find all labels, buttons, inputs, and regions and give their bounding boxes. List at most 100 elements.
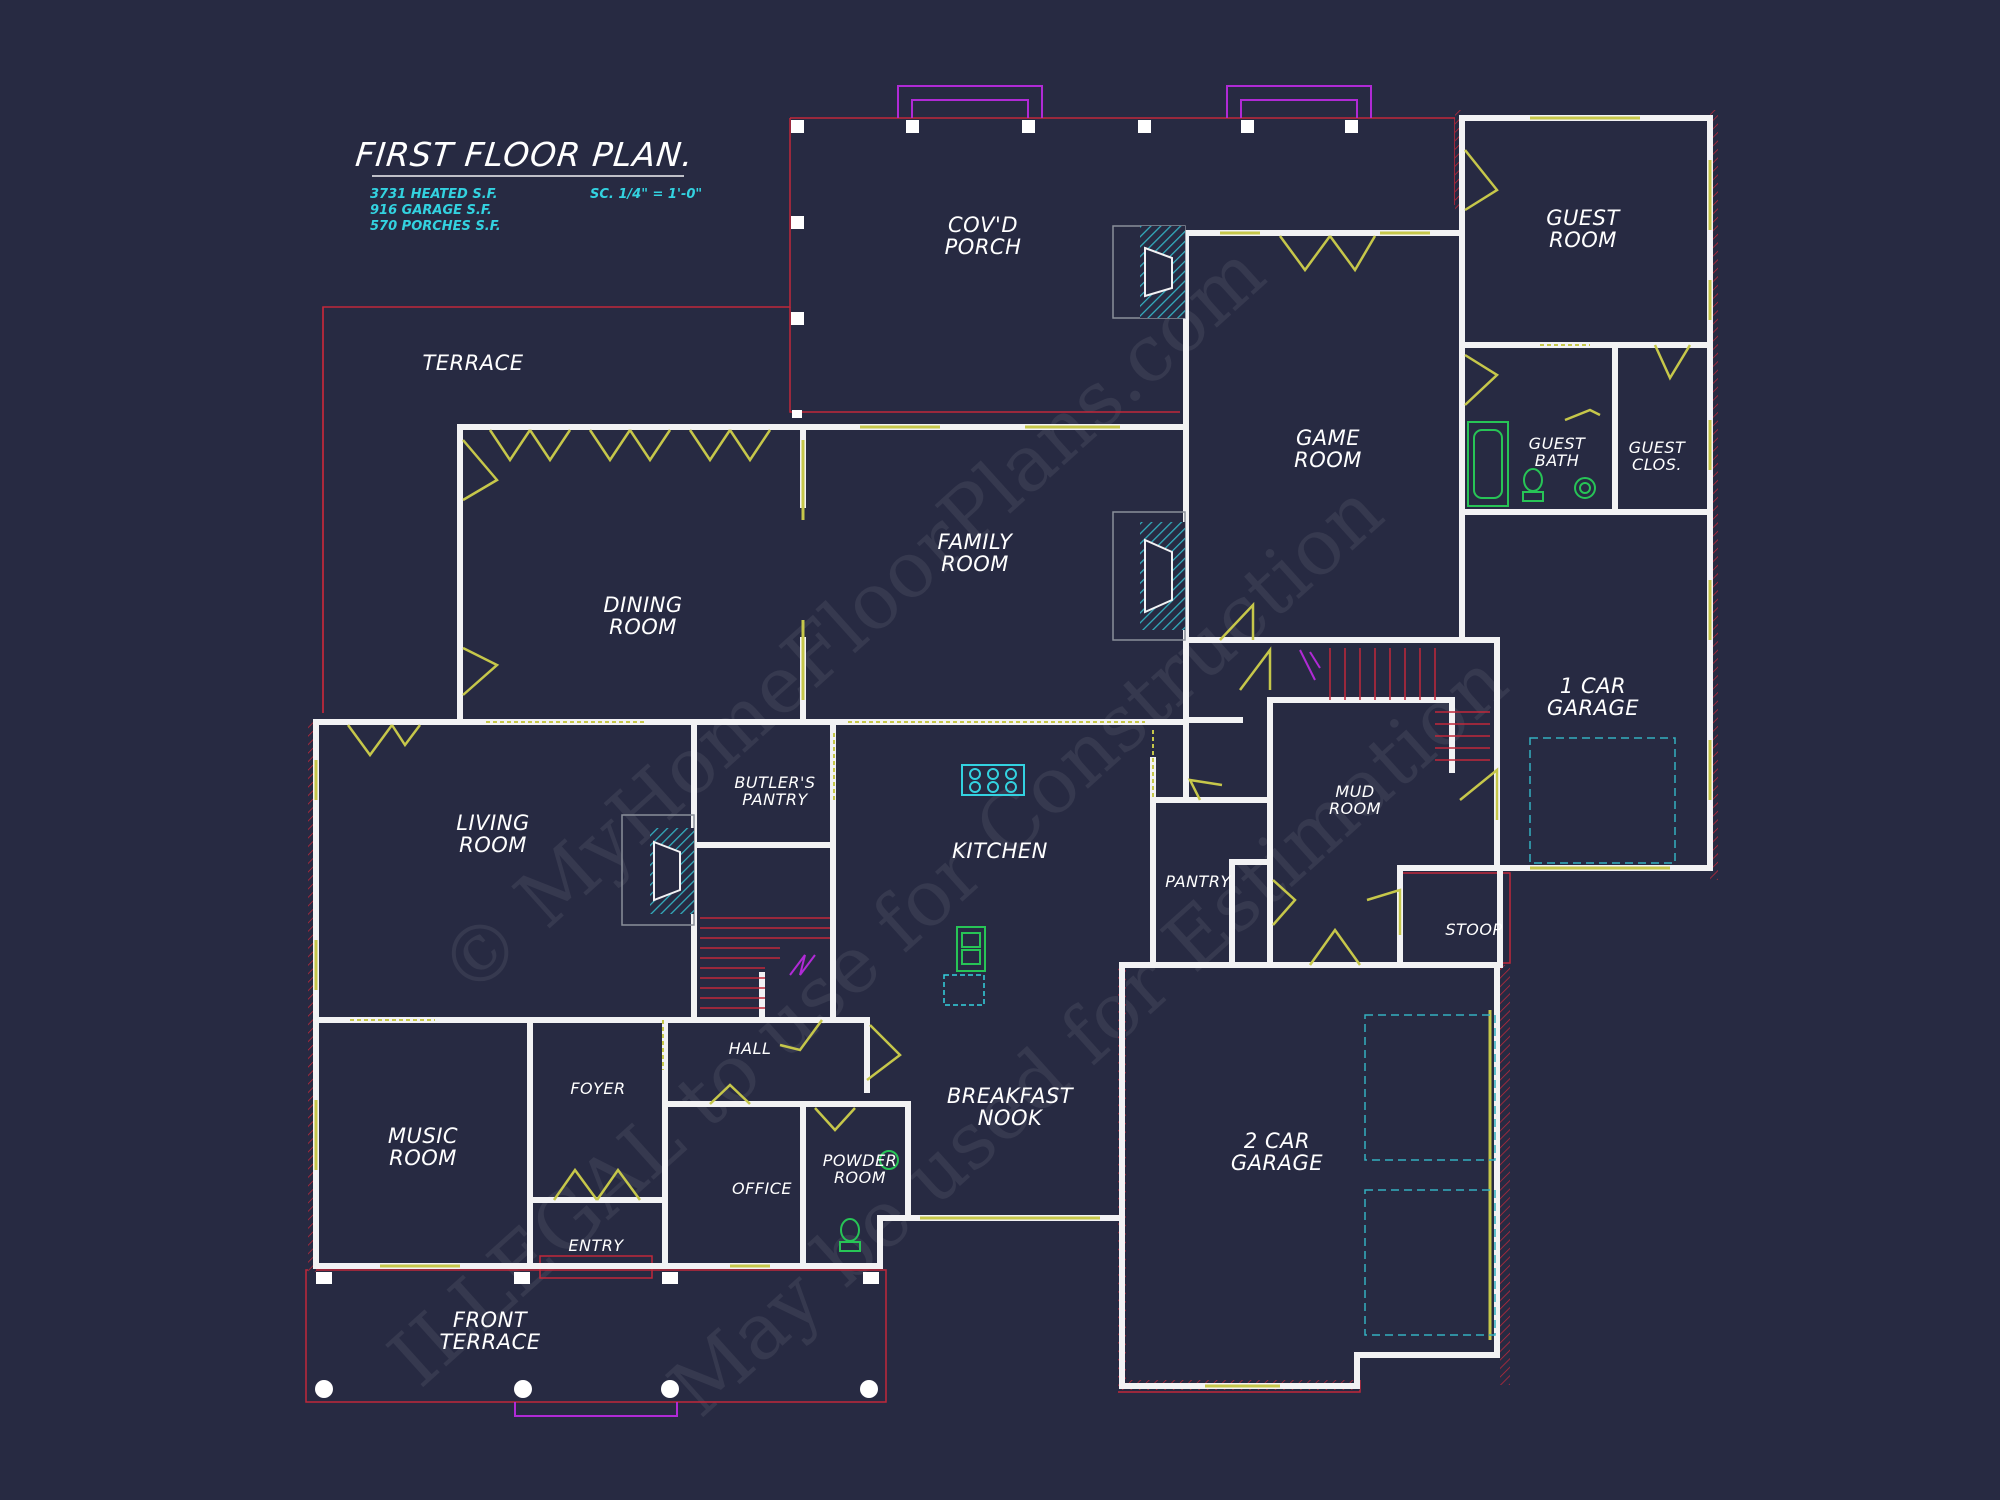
column-icon: [906, 120, 919, 133]
column-icon: [661, 1380, 679, 1398]
label-pantry: PANTRY: [1165, 872, 1231, 891]
sink-icon: [879, 1150, 899, 1170]
fireplace-icon: [621, 814, 695, 926]
door-swing-icon: [866, 1024, 902, 1081]
front-bay-window: [514, 1402, 678, 1417]
stair-break-mark: [789, 954, 816, 976]
fireplace-icon: [1112, 511, 1186, 641]
column-icon: [1345, 120, 1358, 133]
column-icon: [792, 410, 802, 418]
door-swing-icon: [1653, 344, 1692, 381]
door-swing-icon: [814, 1107, 856, 1132]
door-swing-icon: [1278, 235, 1377, 273]
front-terrace-columns: [315, 1272, 879, 1398]
label-foyer: FOYER: [570, 1079, 625, 1098]
column-icon: [860, 1380, 878, 1398]
door-swing-icon: [1272, 879, 1297, 926]
bay-window-2: [1226, 85, 1372, 118]
door-swing-icon: [588, 429, 672, 463]
column-icon: [662, 1272, 678, 1284]
bathtub-icon: [1467, 421, 1509, 507]
door-swing-icon: [346, 724, 421, 758]
wall-powder: [800, 1101, 911, 1221]
column-icon: [1241, 120, 1254, 133]
bay-windows: [514, 85, 1372, 1417]
column-icon: [514, 1380, 532, 1398]
door-swings: [346, 149, 1692, 1201]
door-swing-icon: [779, 1019, 824, 1052]
stair-break-mark-2: [1299, 649, 1316, 681]
door-swing-icon: [462, 439, 499, 502]
door-swing-icon: [1366, 888, 1402, 935]
door-swing-icon: [488, 429, 572, 463]
label-entry: ENTRY: [568, 1236, 624, 1255]
door-swing-icon: [1564, 408, 1601, 422]
watermark: © MyHomeFloorPlans.com ILLEGAL to use fo…: [372, 227, 1524, 1434]
wall-office: [662, 1017, 806, 1269]
column-icon: [1022, 120, 1035, 133]
door-swing-icon: [1219, 601, 1255, 641]
plan-title: FIRST FLOOR PLAN.: [354, 135, 696, 174]
exterior-hatch: [308, 110, 1718, 1390]
column-icon: [514, 1272, 530, 1284]
label-terrace: TERRACE: [422, 351, 523, 375]
exterior-wall-garage: [1119, 962, 1500, 1389]
porch-columns: [791, 120, 1358, 418]
toilet-icon: [1522, 468, 1544, 502]
label-office: OFFICE: [732, 1179, 792, 1198]
fireplaces: [621, 225, 1186, 926]
door-swing-icon: [1308, 927, 1362, 966]
terrace-outline: [322, 307, 1180, 713]
sink-icon: [1574, 477, 1596, 499]
stat-scale: SC. 1/4" = 1'-0": [590, 187, 702, 202]
label-kitchen: KITCHEN: [952, 839, 1048, 863]
sink-icon: [956, 926, 986, 972]
stat-porches: 570 PORCHES S.F.: [370, 219, 501, 234]
column-icon: [791, 312, 804, 325]
door-swing-icon: [1459, 767, 1499, 820]
wall-guest-room: [1459, 230, 1713, 643]
door-swing-icon: [1239, 646, 1272, 691]
column-icon: [863, 1272, 879, 1284]
island-outline: [943, 974, 985, 1006]
stoop-outline: [1399, 872, 1511, 964]
door-swing-icon: [1464, 353, 1500, 406]
label-stoop: STOOP: [1445, 920, 1502, 939]
stat-heated: 3731 HEATED S.F.: [370, 187, 498, 202]
door-swing-icon: [688, 429, 772, 463]
column-icon: [315, 1380, 333, 1398]
toilet-icon: [839, 1218, 861, 1252]
column-icon: [316, 1272, 332, 1284]
fireplace-icon: [1112, 225, 1186, 319]
door-swing-icon: [709, 1083, 751, 1105]
door-swing-icon: [462, 646, 500, 696]
windows-solid: [314, 116, 1712, 1388]
column-icon: [791, 120, 804, 133]
door-swing-icon: [1464, 149, 1499, 212]
door-swing-icon: [552, 1167, 642, 1201]
stat-garage: 916 GARAGE S.F.: [370, 203, 492, 218]
bay-window-1: [897, 85, 1043, 118]
door-swing-icon: [1187, 778, 1223, 801]
cooktop-icon: [961, 764, 1025, 796]
label-hall: HALL: [729, 1039, 772, 1058]
stairs-icon: [700, 648, 1490, 1009]
garage-car-outlines: [1364, 737, 1676, 1336]
